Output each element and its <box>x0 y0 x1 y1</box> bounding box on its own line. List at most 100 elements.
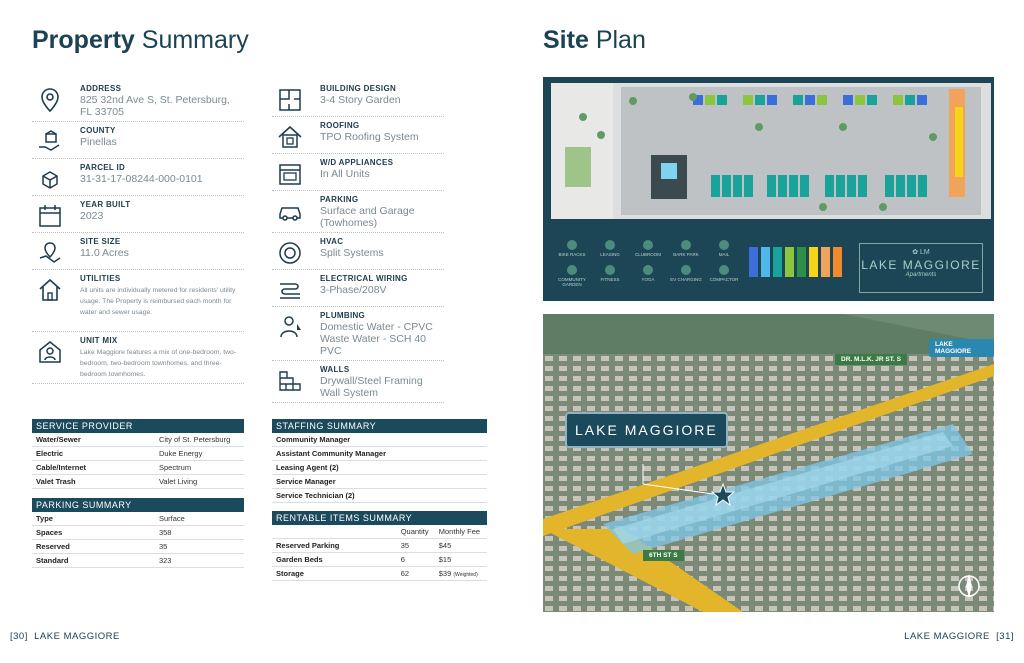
location-pin-icon <box>32 84 68 118</box>
building-unit <box>767 175 776 197</box>
building-unit <box>825 175 834 197</box>
staff-role: Service Manager <box>272 474 487 489</box>
hand-county-icon <box>32 126 68 155</box>
detail-label: PARCEL ID <box>80 163 126 172</box>
footer-left: [30] LAKE MAGGIORE <box>10 631 120 642</box>
detail-value: Drywall/Steel Framing Wall System <box>320 375 423 399</box>
building-unit <box>918 175 927 197</box>
lake-maggiore-logo: ✿ LM LAKE MAGGIORE Apartments <box>859 243 983 293</box>
amenity-yoga: YOGA <box>631 265 665 287</box>
title-light: Summary <box>141 26 249 54</box>
amenity-bike-racks: BIKE RACKS <box>555 240 589 257</box>
building-unit <box>805 95 815 105</box>
page-number: 30 <box>13 631 25 642</box>
calendar-icon <box>32 200 68 229</box>
building-unit <box>893 95 903 105</box>
thermostat-icon <box>272 237 308 266</box>
building-unit <box>733 175 742 197</box>
detail-value: Surface and Garage (Towhomes) <box>320 205 415 229</box>
amenity-icon <box>719 265 729 275</box>
table-title: RENTABLE ITEMS SUMMARY <box>272 511 487 525</box>
detail-label: YEAR BUILT <box>80 200 131 209</box>
detail-value: TPO Roofing System <box>320 131 419 143</box>
detail-value: Split Systems <box>320 247 384 259</box>
property-summary-title: Property Summary <box>32 26 249 55</box>
building-unit <box>885 175 894 197</box>
table-row: Assistant Community Manager <box>272 446 487 461</box>
row-value: 358 <box>154 525 244 540</box>
row-key: Water/Sewer <box>32 433 155 447</box>
building-unit <box>817 95 827 105</box>
row-key: Electric <box>32 446 155 461</box>
building-unit <box>743 95 753 105</box>
detail-value: Domestic Water - CPVC Waste Water - SCH … <box>320 321 433 357</box>
building-unit <box>867 95 877 105</box>
fee-note: (Weighted) <box>453 572 478 578</box>
row-value: Valet Living <box>154 474 244 489</box>
building-unit <box>917 95 927 105</box>
detail-value: Pinellas <box>80 136 117 148</box>
amenity-leasing: LEASING <box>593 240 627 257</box>
amenity-bark-park: BARK PARK <box>669 240 703 257</box>
staff-role: Assistant Community Manager <box>272 446 487 461</box>
wiring-icon <box>272 274 308 303</box>
logo-mark-icon: ✿ LM <box>912 249 930 256</box>
row-value: City of St. Petersburg <box>154 433 244 447</box>
person-home-icon <box>32 336 68 380</box>
amenity-icon <box>681 240 691 250</box>
table-title: PARKING SUMMARY <box>32 498 244 512</box>
item-fee: $15 <box>434 552 487 567</box>
building-unit <box>896 175 905 197</box>
staff-role: Leasing Agent (2) <box>272 460 487 475</box>
detail-value: 825 32nd Ave S, St. Petersburg, FL 33705 <box>80 94 230 118</box>
amenity-label: COMMUNITY GARDEN <box>558 277 586 287</box>
item-name: Reserved Parking <box>272 538 397 553</box>
amenity-ev-charging: EV CHARGING <box>669 265 703 287</box>
amenity-icon <box>567 240 577 250</box>
item-fee: $39 (Weighted) <box>434 566 487 581</box>
amenity-compactor: COMPACTOR <box>707 265 741 287</box>
detail-value: 11.0 Acres <box>80 247 129 259</box>
row-key: Valet Trash <box>32 474 155 489</box>
amenity-icon <box>643 240 653 250</box>
row-value: Surface <box>154 512 244 526</box>
item-name: Storage <box>272 566 397 581</box>
building-unit <box>778 175 787 197</box>
amenity-icon <box>605 265 615 275</box>
row-value: Duke Energy <box>154 446 244 461</box>
detail-label: ELECTRICAL WIRING <box>320 274 408 283</box>
roof-house-icon <box>272 121 308 150</box>
building-unit <box>836 175 845 197</box>
building-unit <box>705 95 715 105</box>
amenity-label: LEASING <box>600 252 620 257</box>
aerial-drawing <box>543 314 994 612</box>
table-title: SERVICE PROVIDER <box>32 419 244 433</box>
